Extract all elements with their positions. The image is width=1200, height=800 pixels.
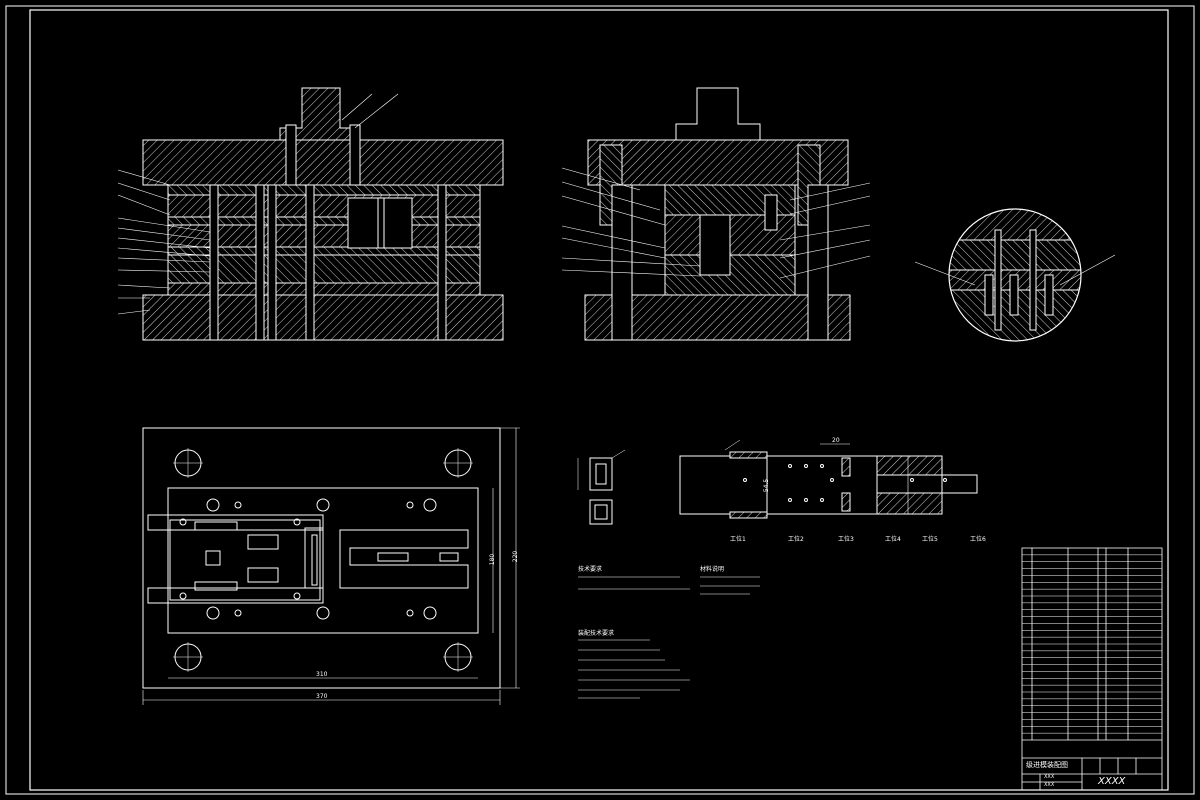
station-label-4: 工位4 [885, 536, 901, 543]
notes-lines [578, 576, 760, 699]
drawing-name: 级进模装配图 [1026, 761, 1068, 769]
overall-width-dim: 370 [316, 693, 328, 700]
inner-border [29, 9, 1169, 791]
side-section-view [584, 87, 851, 341]
detail-view [914, 208, 1116, 342]
outer-border [5, 5, 1195, 795]
tech-requirements-title: 技术要求 [578, 566, 603, 573]
assembly-requirements-title: 装配技术要求 [578, 630, 615, 637]
overall-height-dim: 220 [512, 550, 520, 563]
station-label-6: 工位6 [970, 536, 986, 543]
station-label-5: 工位5 [922, 536, 938, 543]
bom-rows [1022, 554, 1162, 734]
plan-view [142, 427, 520, 705]
checker-name: XXX [1044, 782, 1055, 788]
designer-name: XXX [1044, 774, 1055, 780]
station-label-1: 工位1 [730, 536, 746, 543]
part-views [577, 449, 626, 525]
inner-height-dim: 180 [489, 553, 497, 566]
inner-width-dim: 310 [316, 671, 328, 678]
strip-dim-top: 20 [832, 437, 840, 444]
strip-layout [679, 439, 978, 519]
company-name: XXXX [1098, 776, 1126, 787]
bom-table [1021, 547, 1163, 791]
station-label-3: 工位3 [838, 536, 854, 543]
strip-dim-mid: 54.5 [763, 478, 771, 493]
station-label-2: 工位2 [788, 536, 804, 543]
side-leaders [561, 167, 871, 279]
front-leaders [117, 93, 399, 315]
material-notes-title: 材料说明 [700, 566, 725, 573]
front-section-view [142, 87, 504, 341]
